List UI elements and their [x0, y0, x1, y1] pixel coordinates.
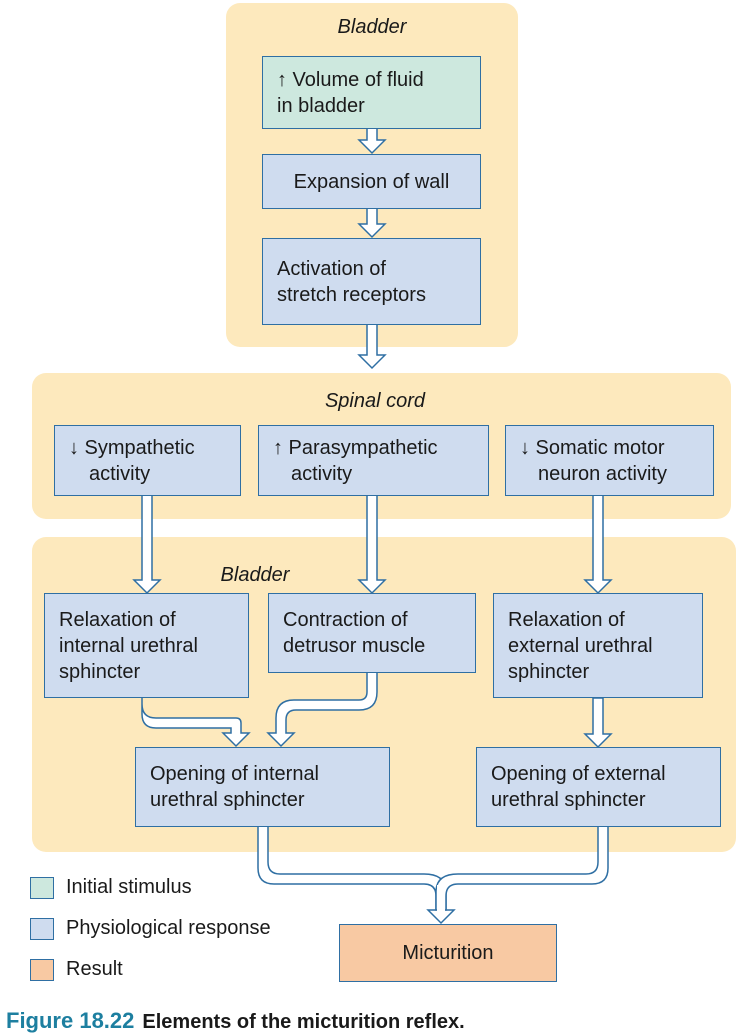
box-micturition: Micturition	[339, 924, 557, 982]
arrow-contraction-to-open-internal	[266, 671, 378, 748]
box-sympathetic-activity: ↓ Sympathetic activity	[54, 425, 241, 496]
arrow-relax-external-to-open-external	[583, 697, 613, 749]
bladder-bottom-title: Bladder	[220, 564, 290, 586]
box-volume-increase: ↑ Volume of fluid in bladder	[262, 56, 481, 129]
arrow-sympathetic-to-relax-internal	[132, 494, 162, 595]
box-relaxation-internal-sphincter: Relaxation of internal urethral sphincte…	[44, 593, 249, 698]
box-somatic-motor-neuron-activity: ↓ Somatic motor neuron activity	[505, 425, 714, 496]
box-relaxation-external-sphincter: Relaxation of external urethral sphincte…	[493, 593, 703, 698]
legend-label-initial: Initial stimulus	[66, 876, 192, 898]
legend-swatch-result	[30, 959, 54, 981]
arrow-relax-internal-to-open-internal	[141, 698, 251, 748]
box-expansion-of-wall: Expansion of wall	[262, 154, 481, 209]
spinal-cord-title: Spinal cord	[324, 390, 426, 412]
figure-number: Figure 18.22	[6, 1008, 135, 1033]
box-contraction-detrusor: Contraction of detrusor muscle	[268, 593, 476, 673]
box-opening-external-sphincter: Opening of external urethral sphincter	[476, 747, 721, 827]
legend-swatch-physiological	[30, 918, 54, 940]
legend-label-result: Result	[66, 958, 123, 980]
arrow-parasympathetic-to-contraction	[357, 494, 387, 595]
legend-swatch-initial	[30, 877, 54, 899]
arrow-activation-to-spinal	[357, 323, 387, 370]
figure-caption: Figure 18.22 Elements of the micturition …	[6, 1008, 465, 1034]
arrow-expansion-to-activation	[357, 207, 387, 239]
box-opening-internal-sphincter: Opening of internal urethral sphincter	[135, 747, 390, 827]
arrow-somatic-to-relax-external	[583, 494, 613, 595]
box-activation-stretch-receptors: Activation of stretch receptors	[262, 238, 481, 325]
legend-label-physiological: Physiological response	[66, 917, 271, 939]
bladder-top-title: Bladder	[337, 16, 407, 38]
arrow-volume-to-expansion	[357, 127, 387, 155]
arrow-openings-to-micturition	[257, 825, 456, 925]
arrow-open-external-merge	[435, 825, 609, 911]
figure-caption-text: Elements of the micturition reflex.	[142, 1011, 465, 1033]
box-parasympathetic-activity: ↑ Parasympathetic activity	[258, 425, 489, 496]
